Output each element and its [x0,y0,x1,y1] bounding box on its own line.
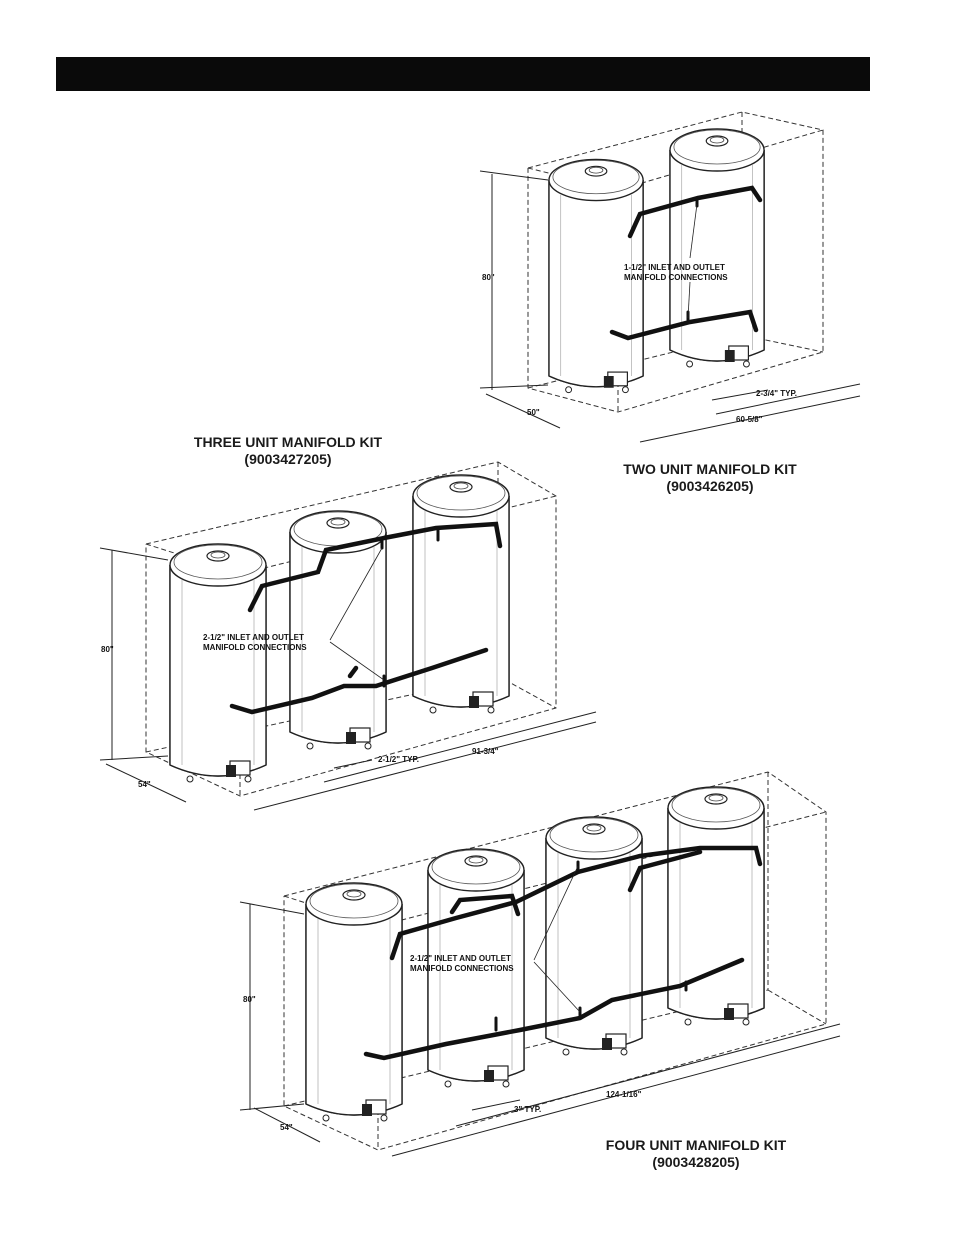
two-unit-leader-line [689,203,698,259]
three-unit-leader-lines [329,547,385,681]
two-unit-diagram: 1-1/2" INLET AND OUTLET MANIFOLD CONNECT… [479,111,861,443]
four-unit-leader-lines [533,865,581,1013]
three-unit-heater-1 [412,474,510,714]
three-unit-length-label: 91-3/4" [472,747,499,756]
two-unit-length-label: 60-5/8" [736,415,763,424]
three-unit-height-label: 80" [101,645,114,654]
four-unit-height-label: 80" [243,995,256,1004]
four-unit-heater-1 [667,786,765,1026]
three-unit-caption: THREE UNIT MANIFOLD KIT (9003427205) [168,434,408,468]
two-unit-height-label: 80" [482,273,495,282]
three-unit-heater-3 [169,543,267,783]
two-unit-part-number: (9003426205) [666,478,754,494]
two-unit-leader-line-2 [687,281,691,319]
header-bar [56,57,870,91]
three-unit-depth-label: 54" [138,780,151,789]
four-unit-spacing-label: 3" TYP. [514,1105,541,1114]
two-unit-dimension-lines [479,170,861,443]
two-unit-caption: TWO UNIT MANIFOLD KIT (9003426205) [600,461,820,495]
three-unit-dimension-lines [99,547,597,811]
three-unit-manifold-piping [229,521,503,715]
four-unit-heater-2 [545,816,643,1056]
four-unit-dimension-lines [239,901,841,1157]
four-unit-depth-label: 54" [280,1123,293,1132]
two-unit-title: TWO UNIT MANIFOLD KIT [623,461,797,477]
three-unit-title: THREE UNIT MANIFOLD KIT [193,434,383,450]
four-unit-caption: FOUR UNIT MANIFOLD KIT (9003428205) [576,1137,816,1171]
four-unit-note-line2: MANIFOLD CONNECTIONS [410,964,514,973]
four-unit-heater-4 [305,882,403,1122]
four-unit-manifold-piping [363,845,763,1061]
four-unit-length-label: 124-1/16" [606,1090,642,1099]
two-unit-spacing-label: 2-3/4" TYP. [756,389,797,398]
two-unit-note-line2: MANIFOLD CONNECTIONS [624,273,728,282]
two-unit-heater-1 [669,128,765,368]
two-unit-note-line1: 1-1/2" INLET AND OUTLET [624,263,725,272]
three-unit-diagram: 2-1/2" INLET AND OUTLET MANIFOLD CONNECT… [99,461,597,811]
four-unit-title: FOUR UNIT MANIFOLD KIT [605,1137,787,1153]
three-unit-note-line2: MANIFOLD CONNECTIONS [203,643,307,652]
three-unit-part-number: (9003427205) [244,451,332,467]
three-unit-note-line1: 2-1/2" INLET AND OUTLET [203,633,304,642]
two-unit-depth-label: 50" [527,408,540,417]
four-unit-note-line1: 2-1/2" INLET AND OUTLET [410,954,511,963]
four-unit-part-number: (9003428205) [652,1154,740,1170]
three-unit-spacing-label: 2-1/2" TYP. [378,755,419,764]
four-unit-diagram: 2-1/2" INLET AND OUTLET MANIFOLD CONNECT… [239,771,841,1157]
